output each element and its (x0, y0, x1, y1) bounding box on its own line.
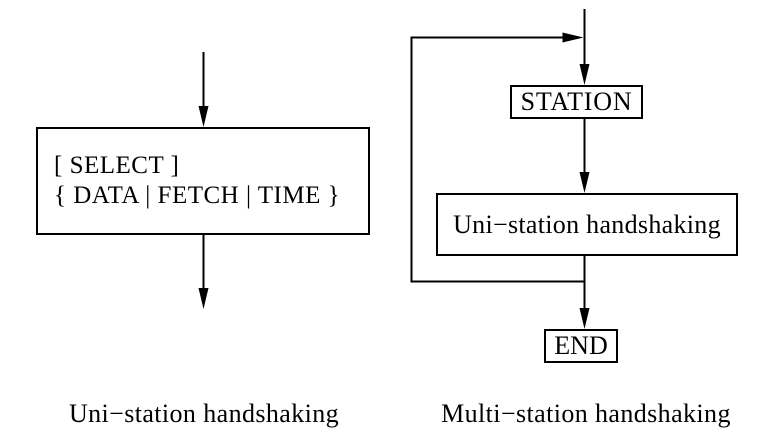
arrowhead-down-icon (579, 172, 590, 193)
select-box: [ SELECT ] { DATA | FETCH | TIME } (36, 127, 370, 235)
left-diagram-caption: Uni−station handshaking (68, 399, 340, 428)
arrowhead-down-icon (198, 288, 209, 309)
uni-station-handshaking-box-label: Uni−station handshaking (453, 209, 721, 239)
station-box: STATION (510, 85, 643, 119)
arrowhead-down-icon (579, 64, 590, 85)
end-box: END (544, 329, 618, 363)
arrowhead-right-icon (562, 32, 584, 43)
uni-station-handshaking-box: Uni−station handshaking (436, 193, 738, 256)
station-box-label: STATION (520, 87, 633, 116)
arrowhead-down-icon (579, 308, 590, 329)
arrowhead-down-icon (198, 106, 209, 127)
end-box-label: END (554, 331, 608, 360)
right-diagram-caption: Multi−station handshaking (441, 399, 731, 428)
select-box-line2: { DATA | FETCH | TIME } (54, 182, 341, 209)
select-box-line1: [ SELECT ] (54, 152, 180, 179)
